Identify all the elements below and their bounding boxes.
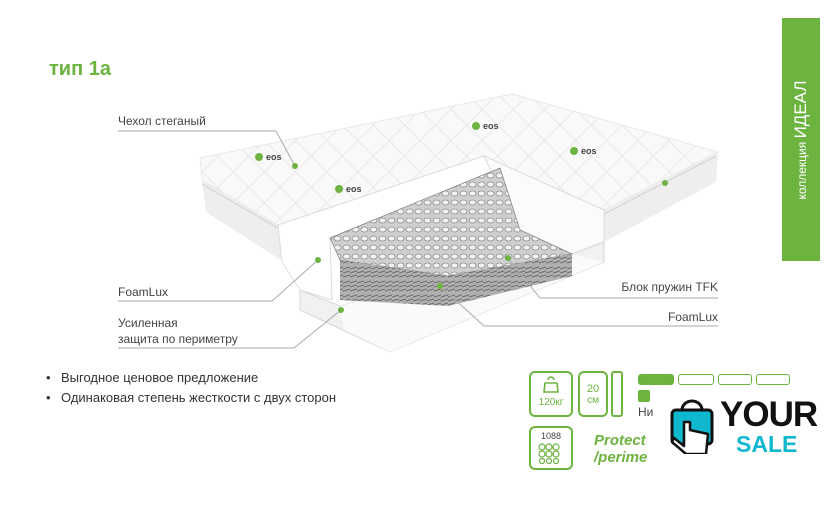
firmness-level-2 <box>678 374 714 385</box>
yoursale-watermark: YOUR SALE <box>664 395 834 466</box>
spring-block-side <box>340 260 448 306</box>
callout-cover: Чехол стеганый <box>118 114 206 128</box>
eos-logo <box>255 122 668 193</box>
weight-spec: 120кг <box>529 371 573 417</box>
mattress-side <box>202 180 284 262</box>
protect-line-1: Protect <box>594 432 646 449</box>
watermark-your: YOUR <box>720 395 818 434</box>
feature-item: Выгодное ценовое предложение <box>46 368 336 388</box>
leader-foamlux-left <box>118 259 319 302</box>
firmness-level-1 <box>638 374 674 385</box>
weight-icon <box>543 376 559 393</box>
watermark-sale: SALE <box>736 431 798 457</box>
callout-foamlux-left: FoamLux <box>118 285 169 299</box>
feature-item: Одинаковая степень жесткости с двух стор… <box>46 388 336 408</box>
springs-icon <box>538 443 560 465</box>
callout-foamlux-right: FoamLux <box>667 310 718 324</box>
leader-cover <box>118 130 296 167</box>
callout-perimeter-1: Усиленная <box>118 316 178 330</box>
firmness-level-3 <box>718 374 752 385</box>
height-unit: см <box>587 395 599 406</box>
height-spec: 20 см <box>578 371 608 417</box>
leader-perimeter <box>118 309 342 349</box>
leader-spring-block <box>507 257 718 299</box>
weight-value: 120кг <box>538 397 564 408</box>
eos-label: eos <box>266 152 282 162</box>
callout-perimeter-2: защита по периметру <box>118 332 238 346</box>
leader-foamlux-right <box>439 285 718 327</box>
page-title: тип 1а <box>49 58 111 80</box>
firmness-label: Ни <box>638 405 654 419</box>
height-ruler-icon <box>611 371 623 417</box>
perimeter-protect-label: Protect /perime <box>594 432 647 466</box>
firmness-level-4 <box>756 374 790 385</box>
protect-line-2: /perime <box>594 449 648 466</box>
height-value: 20 <box>586 383 600 395</box>
eos-label: eos <box>346 184 362 194</box>
springs-count: 1088 <box>540 431 562 441</box>
eos-label: eos <box>483 121 499 131</box>
shopping-bag-hand-icon <box>670 399 714 454</box>
springs-spec: 1088 <box>529 426 573 470</box>
collection-tab[interactable]: коллекция ИДЕАЛ <box>782 18 820 261</box>
feature-list: Выгодное ценовое предложение Одинаковая … <box>46 368 336 408</box>
firmness-marker-icon <box>638 390 650 402</box>
mattress-top <box>200 94 718 225</box>
callout-spring-block: Блок пружин TFK <box>621 280 718 294</box>
eos-label: eos <box>581 146 597 156</box>
